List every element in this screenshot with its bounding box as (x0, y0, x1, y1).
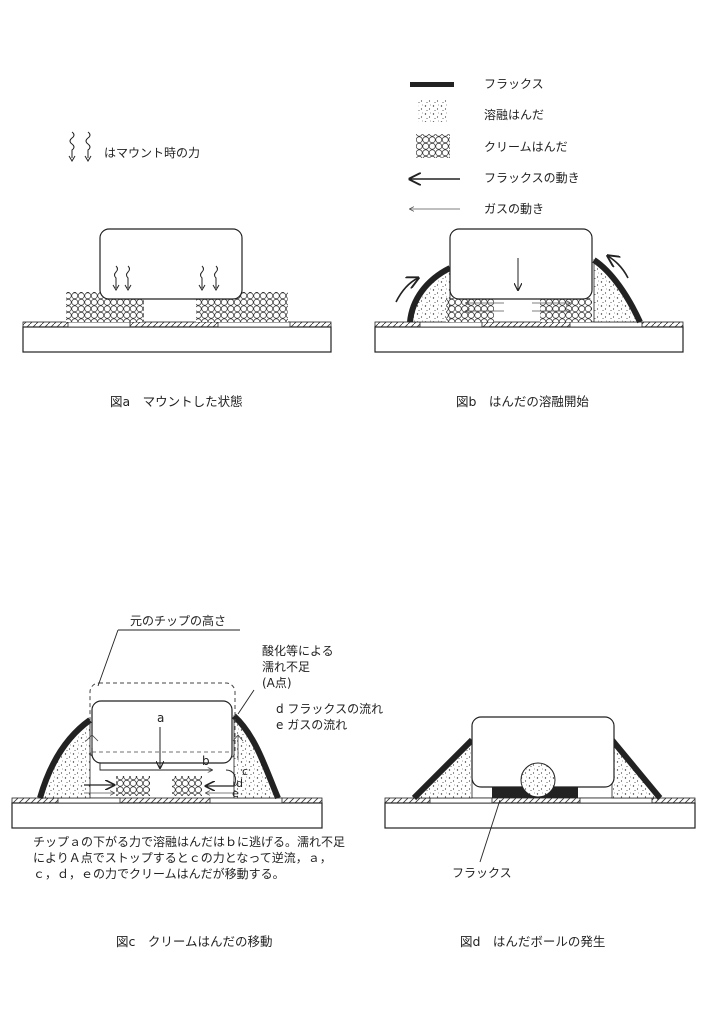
caption-figure-d: 図d はんだボールの発生 (460, 934, 606, 949)
flux-legend-swatch (410, 82, 454, 87)
caption-figure-c: 図c クリームはんだの移動 (116, 934, 273, 949)
figure-a (22, 228, 332, 353)
flow-e-label: e ガスの流れ (276, 718, 348, 732)
label-d: d (236, 777, 243, 790)
figure-d (384, 716, 696, 863)
flux-callout-label: フラックス (452, 866, 512, 880)
flux-motion-legend-label: フラックスの動き (484, 171, 580, 185)
wetting-label-line2: 濡れ不足 (262, 660, 311, 674)
molten-solder-legend-label: 溶融はんだ (484, 108, 545, 122)
cream-solder-legend-swatch (416, 134, 450, 158)
original-height-label: 元のチップの高さ (130, 614, 227, 628)
wetting-label-line3: (A点) (262, 676, 292, 690)
wetting-label-line1: 酸化等による (262, 644, 334, 658)
cream-solder-legend-label: クリームはんだ (484, 140, 568, 154)
flux-legend-label: フラックス (484, 77, 544, 91)
label-e: e (232, 787, 239, 800)
label-c: c (242, 765, 249, 778)
flow-d-label: d フラックスの流れ (276, 702, 384, 716)
figure-c (11, 629, 323, 829)
molten-solder-legend-swatch (418, 100, 448, 122)
caption-figure-a: 図a マウントした状態 (110, 394, 243, 409)
figure-b (374, 228, 684, 353)
mount-force-legend-icon (68, 131, 92, 162)
caption-figure-b: 図b はんだの溶融開始 (456, 394, 589, 409)
label-b: b (202, 754, 210, 768)
figure-c-description: チップａの下がる力で溶融はんだはｂに逃げる。濡れ不足によりＡ点でストップするとｃ… (33, 835, 346, 881)
gas-motion-legend-label: ガスの動き (484, 202, 545, 216)
solder-ball (520, 762, 556, 798)
mount-force-label: はマウント時の力 (104, 146, 201, 160)
label-a: a (157, 711, 165, 725)
